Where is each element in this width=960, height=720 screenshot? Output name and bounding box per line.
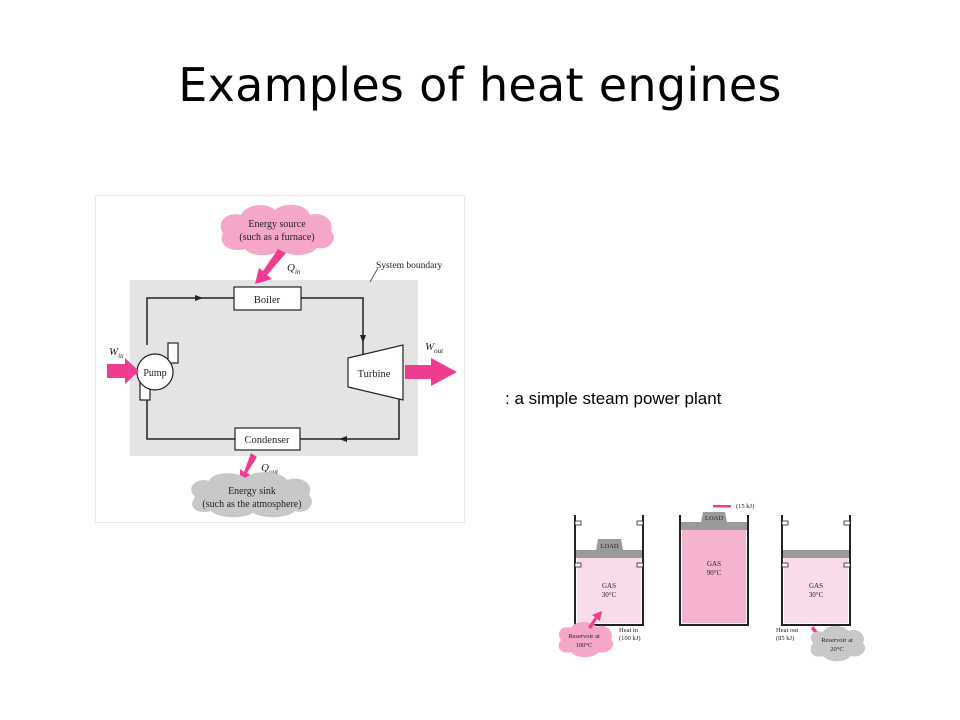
q-out-label: Qout <box>261 462 279 476</box>
slide-title: Examples of heat engines <box>178 58 782 112</box>
gas-state-1 <box>577 558 641 623</box>
heat-out-line2: (85 kJ) <box>776 635 794 642</box>
flow-arrow-to-condenser <box>339 436 347 442</box>
cylinder-walls-3 <box>781 515 851 626</box>
energy-source-cloud <box>220 204 334 256</box>
stop-3-left-bottom <box>781 562 789 568</box>
q-in-label: Qin <box>287 262 301 276</box>
cylinder-walls-2 <box>679 515 749 626</box>
piston-3 <box>783 550 849 558</box>
cylinder-state-2: LOAD GAS 90°C (15 kJ) <box>679 503 754 626</box>
hot-reservoir-line2: 100°C <box>576 642 593 649</box>
w-in-label: Win <box>109 346 124 360</box>
gas-3-line2: 30°C <box>809 591 824 599</box>
energy-sink-cloud <box>191 472 312 518</box>
hot-reservoir-line1: Reservoir at <box>568 633 600 640</box>
q-in-arrow <box>255 249 286 284</box>
cold-reservoir-line2: 20°C <box>830 646 843 653</box>
stop-1-left-top <box>574 520 582 526</box>
boiler-label: Boiler <box>254 295 281 306</box>
load-2 <box>701 512 727 522</box>
turbine-label: Turbine <box>358 369 391 380</box>
cold-reservoir-cloud <box>810 625 866 662</box>
gas-state-3 <box>784 558 848 623</box>
gas-2-line2: 90°C <box>707 569 722 577</box>
condenser-label: Condenser <box>245 435 290 446</box>
w-in-arrow <box>107 358 139 384</box>
boiler-box <box>233 286 302 311</box>
gas-1-line2: 30°C <box>602 591 617 599</box>
pump-label: Pump <box>143 368 166 379</box>
turbine-shape <box>347 344 404 401</box>
work-out-arrow <box>713 505 731 508</box>
loop-turbine-to-condenser <box>300 395 400 440</box>
stop-3-left-top <box>781 520 789 526</box>
heat-in-arrow <box>588 611 602 629</box>
cylinder-state-1: LOAD GAS 30°C <box>574 515 644 626</box>
steam-power-plant-diagram: System boundary Boiler Condenser Turbine… <box>95 195 465 523</box>
q-out-arrow <box>240 453 257 482</box>
stop-1-left-bottom <box>574 562 582 568</box>
piston-cylinder-diagram: LOAD GAS 30°C Reservoir at 100°C Heat in… <box>558 503 866 662</box>
gas-3-line1: GAS <box>809 582 823 590</box>
load-1 <box>596 539 623 550</box>
cylinder-walls-1 <box>574 515 644 626</box>
gas-state-2 <box>682 530 746 623</box>
system-boundary-label: System boundary <box>376 261 442 271</box>
pump-outlet <box>167 342 179 364</box>
gas-2-line1: GAS <box>707 560 721 568</box>
stop-3-right-top <box>843 520 851 526</box>
load-1-label: LOAD <box>600 543 618 550</box>
cylinder-state-3: GAS 30°C <box>781 515 851 626</box>
work-out-label: (15 kJ) <box>736 503 754 510</box>
flow-arrow-to-boiler <box>195 295 203 301</box>
energy-source-label-line2: (such as a furnace) <box>239 232 314 243</box>
hot-reservoir-cloud <box>558 621 614 658</box>
loop-condenser-to-pump <box>146 400 235 440</box>
condenser-box <box>234 427 301 451</box>
system-boundary-leader <box>369 267 379 283</box>
piston-1 <box>576 550 642 558</box>
stop-1-right-top <box>636 520 644 526</box>
heat-in-line2: (100 kJ) <box>619 635 640 642</box>
heat-out-line1: Heat out <box>776 627 798 634</box>
loop-pump-to-boiler <box>146 297 234 345</box>
energy-sink-label-line1: Energy sink <box>228 486 276 497</box>
flow-arrow-down-turbine <box>360 335 366 343</box>
stop-3-right-bottom <box>843 562 851 568</box>
w-out-label: Wout <box>425 341 444 355</box>
energy-sink-label-line2: (such as the atmosphere) <box>202 499 301 510</box>
heat-in-line1: Heat in <box>619 627 639 634</box>
cold-reservoir-line1: Reservoir at <box>821 637 853 644</box>
gas-1-line1: GAS <box>602 582 616 590</box>
w-out-arrow <box>405 358 457 386</box>
load-2-label: LOAD <box>705 515 723 522</box>
energy-source-label-line1: Energy source <box>248 219 306 230</box>
stop-1-right-bottom <box>636 562 644 568</box>
steam-plant-caption: : a simple steam power plant <box>505 389 722 408</box>
piston-2 <box>681 522 747 530</box>
